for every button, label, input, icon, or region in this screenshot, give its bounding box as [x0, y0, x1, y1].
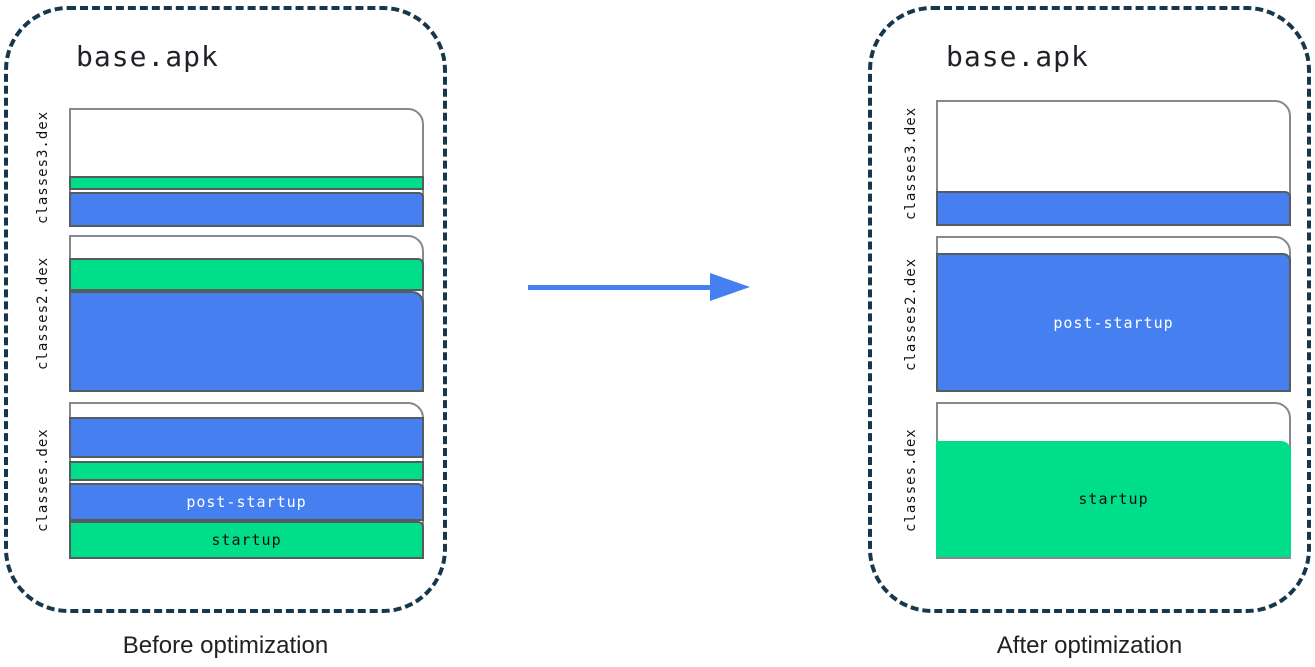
caption-after-optimization: After optimization: [996, 632, 1183, 659]
apk-title: base.apk: [76, 40, 219, 73]
segment-startup: [69, 461, 424, 481]
page-classes3-dex: [936, 100, 1291, 226]
file-label-classes2-dex: classes2.dex: [903, 257, 919, 371]
segment-post-startup: [69, 192, 424, 227]
file-label-classes2-dex: classes2.dex: [35, 256, 51, 371]
segment-post-startup: [69, 417, 424, 458]
segment-startup: [69, 176, 424, 190]
page-classes2-dex: [69, 235, 424, 392]
page-classes-dex: post-startup startup: [69, 402, 424, 559]
segment-startup: [69, 258, 424, 291]
page-classes2-dex: post-startup: [936, 236, 1291, 392]
page-classes3-dex: [69, 108, 424, 227]
after-optimization-panel: base.apk classes3.dex classes2.dex post-…: [868, 6, 1311, 613]
file-label-classes-dex: classes.dex: [35, 428, 51, 533]
segment-startup-labeled: startup: [69, 521, 424, 559]
arrow-head-icon: [710, 273, 750, 301]
segment-startup-labeled: startup: [936, 441, 1291, 557]
caption-before-optimization: Before optimization: [122, 632, 329, 659]
page-classes-dex: startup: [936, 402, 1291, 559]
segment-post-startup: [936, 191, 1291, 226]
before-optimization-panel: base.apk classes3.dex classes2.dex class…: [4, 6, 447, 613]
file-label-classes3-dex: classes3.dex: [903, 106, 919, 220]
segment-post-startup-labeled: post-startup: [936, 253, 1291, 392]
transform-arrow: [528, 273, 752, 301]
file-label-classes3-dex: classes3.dex: [35, 110, 51, 225]
segment-post-startup: [69, 291, 424, 392]
file-label-classes-dex: classes.dex: [903, 428, 919, 533]
segment-post-startup-labeled: post-startup: [69, 483, 424, 521]
arrow-line: [528, 285, 714, 290]
apk-title: base.apk: [946, 40, 1089, 73]
